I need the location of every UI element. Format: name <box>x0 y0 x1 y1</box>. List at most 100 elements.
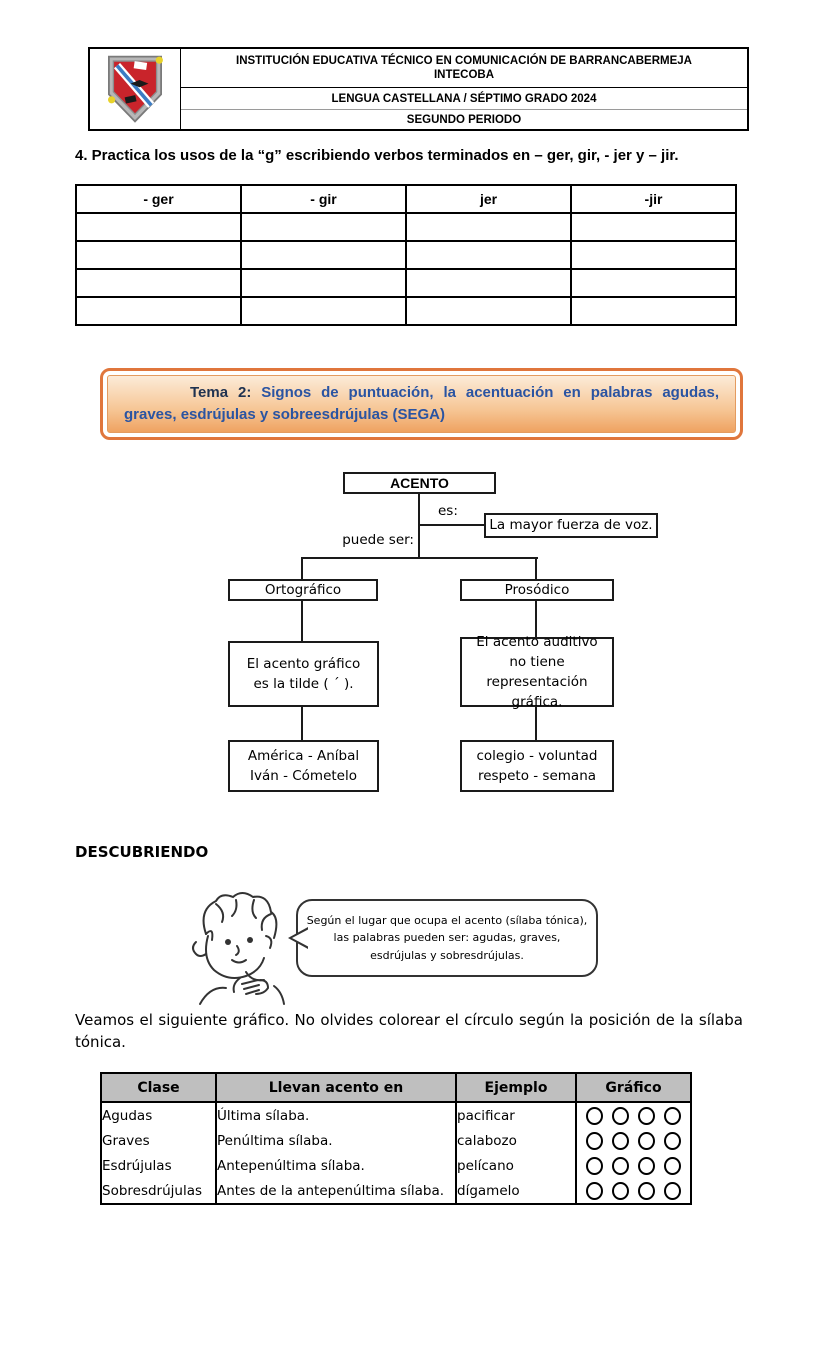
tema2-title: Tema 2: Signos de puntuación, la acentua… <box>108 382 735 426</box>
syllable-circle <box>664 1156 681 1175</box>
institution-row: INSTITUCIÓN EDUCATIVA TÉCNICO EN COMUNIC… <box>181 49 747 88</box>
syllable-circles <box>577 1156 690 1175</box>
col-clase: Clase <box>100 1072 217 1103</box>
syllable-circle <box>664 1181 681 1200</box>
grafico-cell <box>575 1102 692 1128</box>
acento-cell: Última sílaba. <box>215 1102 457 1128</box>
institution-acronym: INTECOBA <box>433 69 495 81</box>
accent-classification-table: Clase Llevan acento en Ejemplo Gráfico A… <box>100 1072 692 1205</box>
verb-col-ger: - ger <box>75 184 242 214</box>
acento-cell: Antes de la antepenúltima sílaba. <box>215 1178 457 1205</box>
col-acento: Llevan acento en <box>215 1072 457 1103</box>
shield-logo-icon <box>108 55 163 123</box>
acento-concept-map: ACENTO es: La mayor fuerza de voz. puede… <box>0 470 828 800</box>
acento-cell: Antepenúltima sílaba. <box>215 1153 457 1178</box>
speech-line: Según el lugar que ocupa el acento (síla… <box>306 913 588 927</box>
verb-table-empty-row <box>75 296 737 326</box>
ejemplo-cell: pacificar <box>455 1102 577 1128</box>
thinking-boy-cartoon <box>188 888 292 1006</box>
syllable-circle <box>664 1106 681 1125</box>
verb-table-empty-row <box>75 212 737 242</box>
cmap-ortografico-description: El acento gráfico es la tilde ( ´ ). <box>228 641 379 707</box>
period-label: SEGUNDO PERIODO <box>406 113 522 126</box>
example-line: colegio - voluntad <box>476 747 598 764</box>
syllable-circle <box>612 1181 629 1200</box>
speech-line: las palabras pueden ser: agudas, graves, <box>333 931 561 945</box>
syllable-circle <box>586 1106 603 1125</box>
verb-table-empty-row <box>75 268 737 298</box>
cmap-connector <box>420 524 484 526</box>
syllable-circle <box>638 1131 655 1150</box>
grafico-cell <box>575 1153 692 1178</box>
grafico-cell <box>575 1178 692 1205</box>
cmap-puede-ser-label: puede ser: <box>330 532 414 548</box>
empty-cell <box>405 296 572 326</box>
verb-col-gir: - gir <box>240 184 407 214</box>
empty-cell <box>405 212 572 242</box>
syllable-circle <box>612 1106 629 1125</box>
syllable-circles <box>577 1106 690 1125</box>
tema2-banner: Tema 2: Signos de puntuación, la acentua… <box>100 368 743 440</box>
header-text-rows: INSTITUCIÓN EDUCATIVA TÉCNICO EN COMUNIC… <box>181 49 747 129</box>
cmap-definition-box: La mayor fuerza de voz. <box>484 513 658 538</box>
empty-cell <box>75 240 242 270</box>
syllable-circle <box>586 1156 603 1175</box>
table-row-sobresdrujulas: Sobresdrújulas Antes de la antepenúltima… <box>100 1178 692 1205</box>
cmap-prosodico-description: El acento auditivo no tiene representaci… <box>460 634 614 710</box>
tema2-prefix: Tema 2: <box>190 384 252 402</box>
empty-cell <box>240 212 407 242</box>
verb-table-empty-row <box>75 240 737 270</box>
empty-cell <box>570 212 737 242</box>
empty-cell <box>570 296 737 326</box>
empty-cell <box>405 268 572 298</box>
verb-col-jir: -jir <box>570 184 737 214</box>
empty-cell <box>75 296 242 326</box>
syllable-circle <box>612 1131 629 1150</box>
tema2-text: Signos de puntuación, la acentuación en … <box>124 384 720 423</box>
cmap-connector <box>301 707 303 740</box>
example-line: América - Aníbal <box>247 747 360 764</box>
col-ejemplo: Ejemplo <box>455 1072 577 1103</box>
cmap-connector <box>301 559 303 579</box>
exercise4-instruction: 4. Practica los usos de la “g” escribien… <box>75 147 679 164</box>
syllable-circle <box>612 1156 629 1175</box>
ejemplo-cell: calabozo <box>455 1128 577 1153</box>
subject-grade: LENGUA CASTELLANA / SÉPTIMO GRADO 2024 <box>181 88 747 110</box>
cmap-prosodico-box: Prosódico <box>460 579 614 601</box>
speech-bubble: Según el lugar que ocupa el acento (síla… <box>288 899 598 977</box>
acento-cell: Penúltima sílaba. <box>215 1128 457 1153</box>
document-header: INSTITUCIÓN EDUCATIVA TÉCNICO EN COMUNIC… <box>88 47 749 131</box>
ejemplo-cell: dígamelo <box>455 1178 577 1205</box>
syllable-circle <box>586 1131 603 1150</box>
institution-name: INSTITUCIÓN EDUCATIVA TÉCNICO EN COMUNIC… <box>236 54 692 67</box>
clase-cell: Agudas <box>100 1102 217 1128</box>
boy-cartoon-icon <box>192 892 285 1005</box>
syllable-circles <box>577 1131 690 1150</box>
empty-cell <box>240 296 407 326</box>
example-line: respeto - semana <box>477 768 597 784</box>
syllable-circle <box>586 1181 603 1200</box>
cmap-ortografico-box: Ortográfico <box>228 579 378 601</box>
cmap-connector <box>535 601 537 637</box>
col-grafico: Gráfico <box>575 1072 692 1103</box>
verb-table-header-row: - ger - gir jer -jir <box>75 184 737 214</box>
descubriendo-heading: DESCUBRIENDO <box>75 843 209 861</box>
cmap-es-label: es: <box>438 503 458 519</box>
example-line: Iván - Cómetelo <box>249 768 357 784</box>
empty-cell <box>75 268 242 298</box>
grafico-cell <box>575 1128 692 1153</box>
syllable-circles <box>577 1181 690 1200</box>
table-row-esdrujulas: Esdrújulas Antepenúltima sílaba. pelícan… <box>100 1153 692 1178</box>
class-table-header-row: Clase Llevan acento en Ejemplo Gráfico <box>100 1072 692 1103</box>
syllable-circle <box>638 1181 655 1200</box>
syllable-circle <box>638 1106 655 1125</box>
cmap-ortografico-examples: América - Aníbal Iván - Cómetelo <box>228 740 379 792</box>
table-row-agudas: Agudas Última sílaba. pacificar <box>100 1102 692 1128</box>
empty-cell <box>405 240 572 270</box>
ejemplo-cell: pelícano <box>455 1153 577 1178</box>
cmap-connector <box>301 557 538 559</box>
cmap-connector <box>301 601 303 641</box>
empty-cell <box>570 240 737 270</box>
cmap-connector <box>535 559 537 579</box>
clase-cell: Esdrújulas <box>100 1153 217 1178</box>
